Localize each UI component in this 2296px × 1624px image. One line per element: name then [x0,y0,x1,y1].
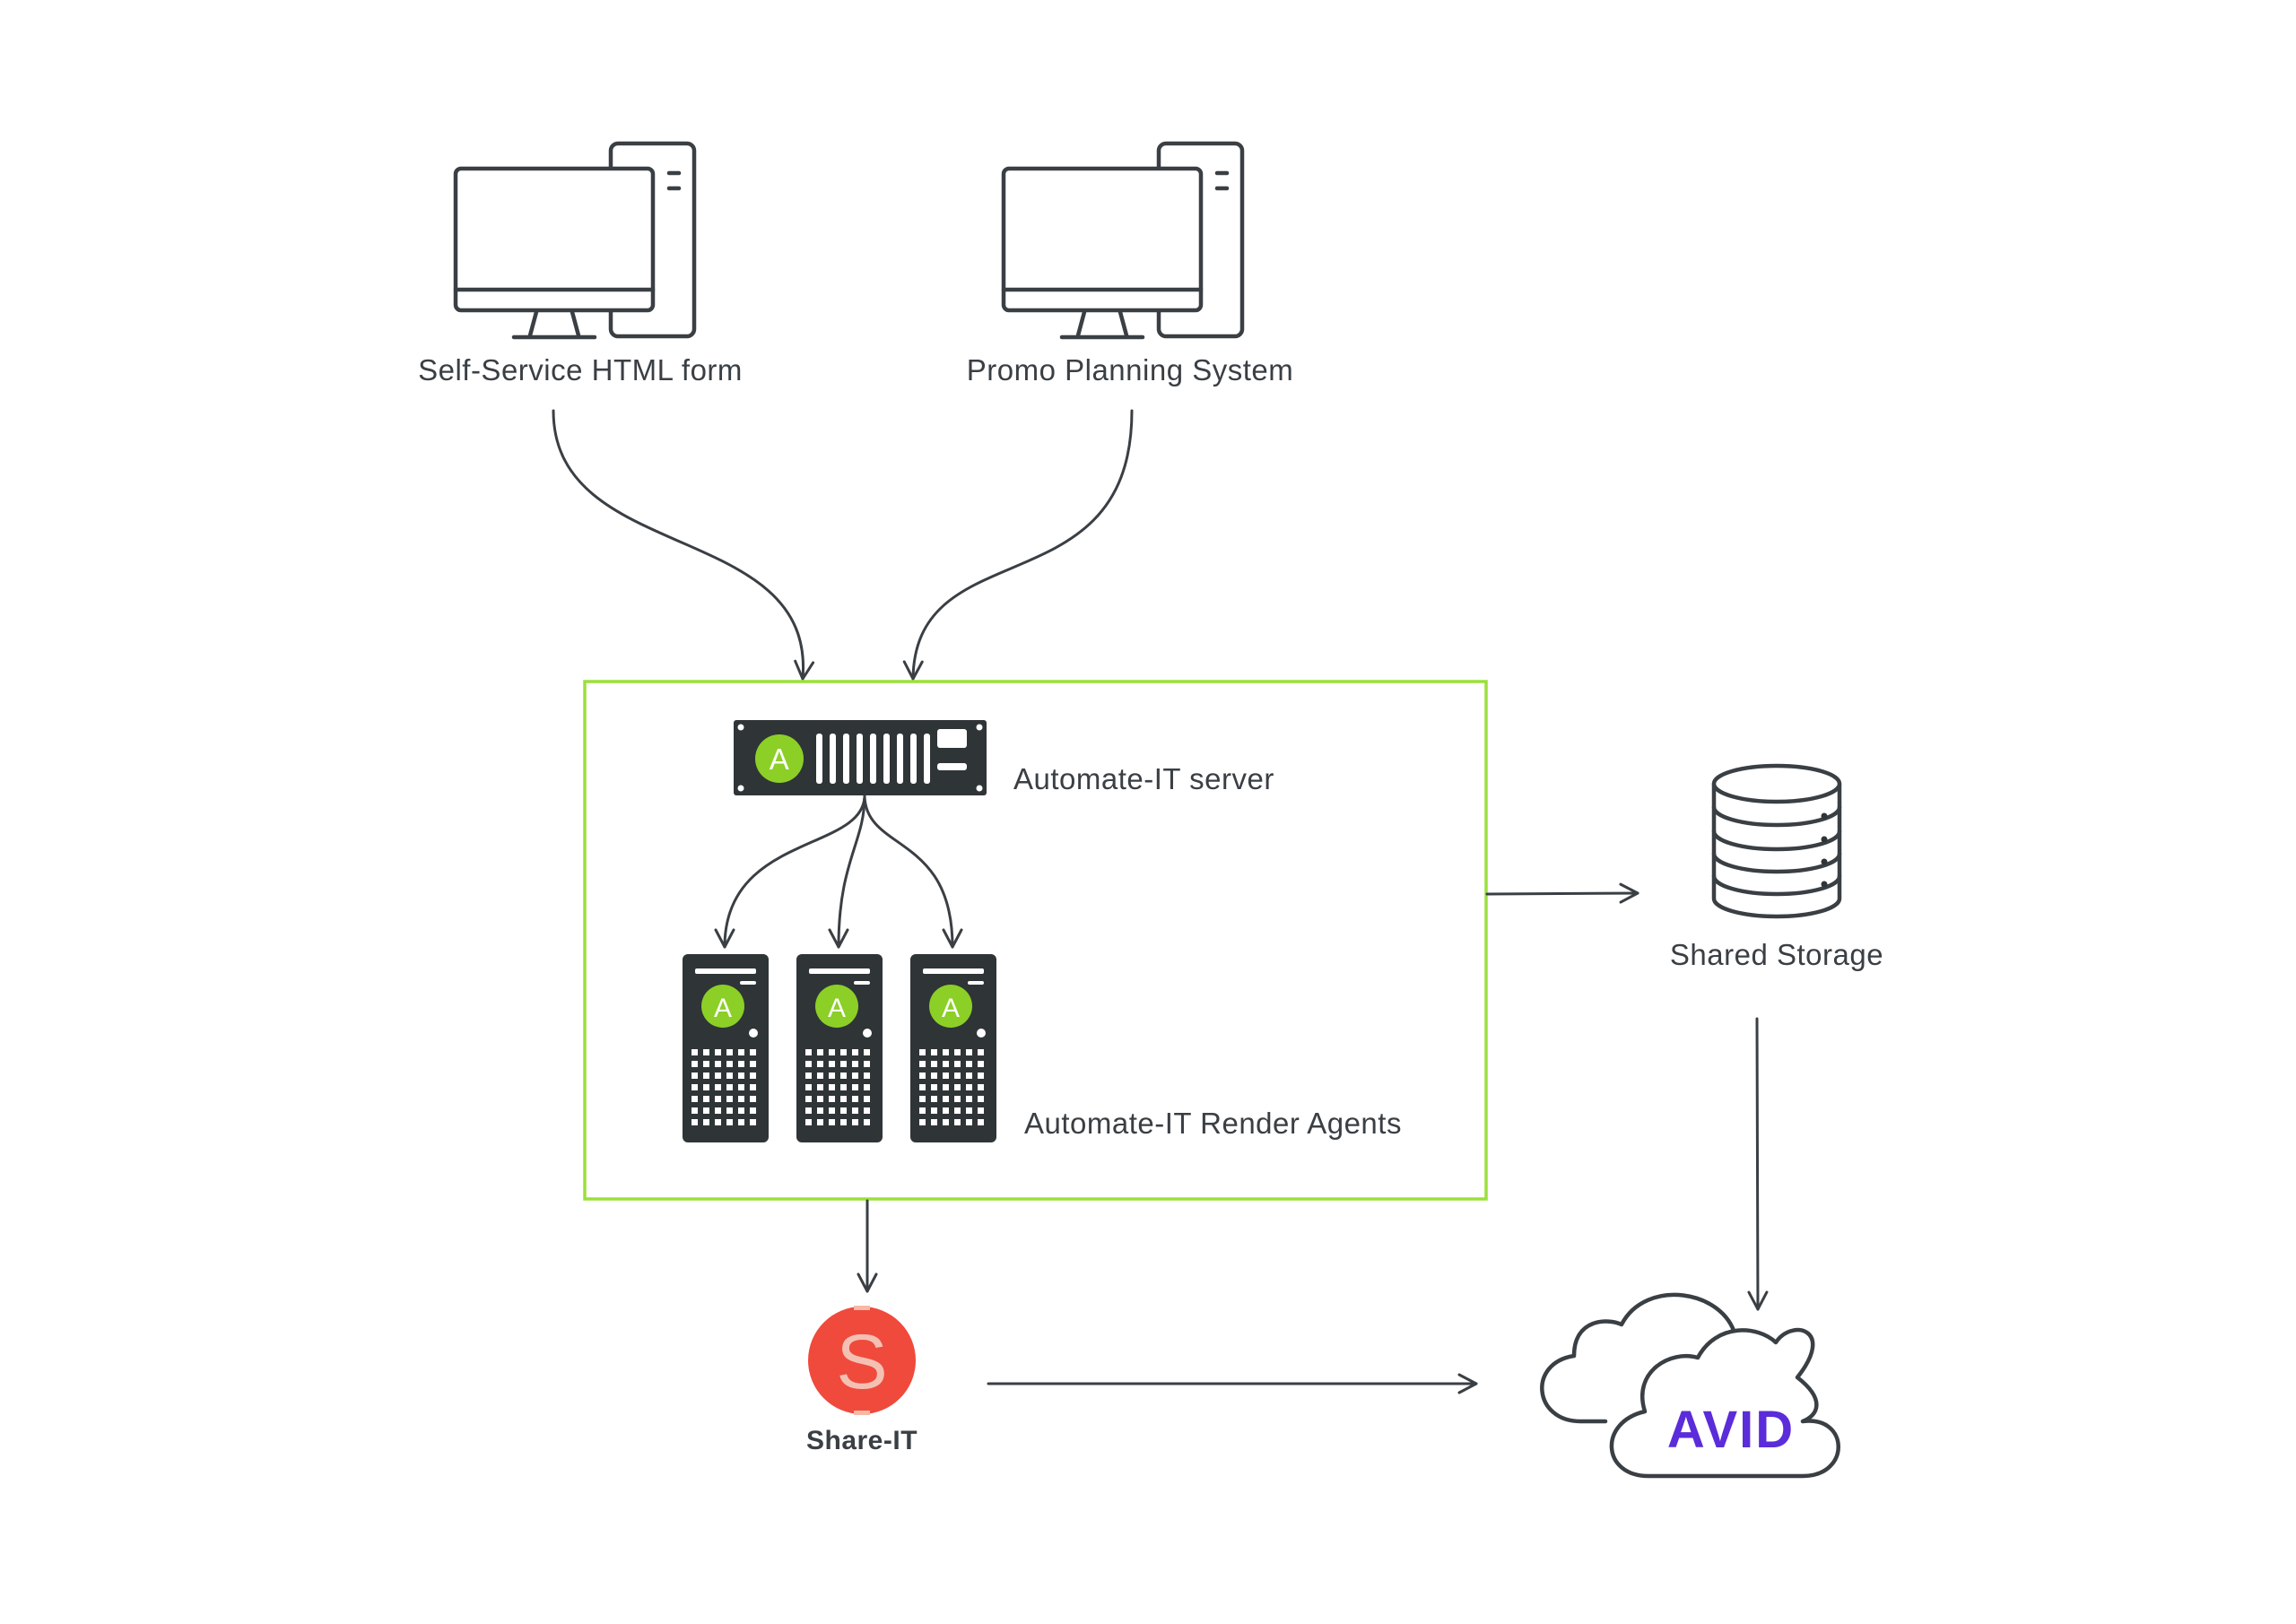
automate-it-server-label: Automate-IT server [1013,762,1274,795]
arrow-promo-to-server [902,409,1134,681]
render-agent-tower-icon: A [796,954,883,1142]
avid-logo: AVID [1667,1401,1795,1459]
arrow-server-to-agent-1 [714,795,866,949]
share-it-logo: S [808,1306,916,1415]
automate-it-server-icon: A [734,720,987,795]
render-agents-label: Automate-IT Render Agents [1024,1107,1402,1140]
arrow-server-to-agent-3 [863,795,963,949]
share-it-label: Share-IT [806,1426,918,1455]
automate-it-group-box [583,680,1488,1201]
self-service-computer-icon [453,141,697,340]
cloud-icon [1540,1292,1840,1479]
self-service-label: Self-Service HTML form [418,353,743,386]
database-icon [1711,763,1842,919]
server-badge: A [770,743,790,776]
share-it-logo-letter: S [836,1319,887,1405]
agent-badge: A [828,994,846,1023]
avid-logo-text: AVID [1667,1401,1795,1459]
arrow-server-to-agent-2 [828,795,866,949]
agent-badge: A [942,994,960,1023]
arrow-self-service-to-server [552,409,815,681]
shared-storage-label: Shared Storage [1670,938,1883,971]
promo-planning-label: Promo Planning System [967,353,1294,386]
render-agent-tower-icon: A [683,954,769,1142]
arrow-storage-to-cloud [1747,1017,1769,1311]
arrow-group-to-storage [1485,882,1639,904]
agent-badge: A [714,994,732,1023]
render-agent-tower-icon: A [910,954,996,1142]
promo-planning-computer-icon [1001,141,1245,340]
